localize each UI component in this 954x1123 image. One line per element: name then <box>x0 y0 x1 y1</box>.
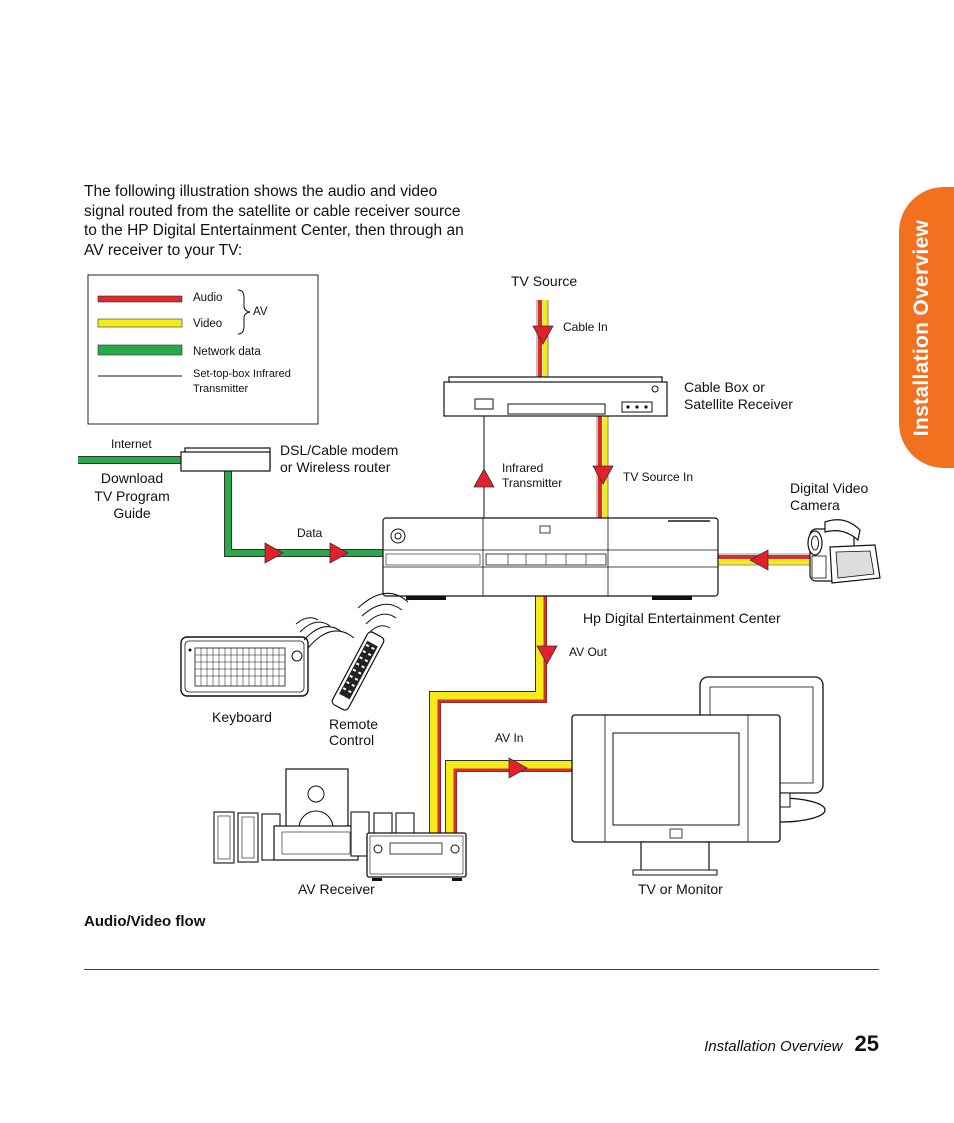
label-modem-line1: DSL/Cable modem <box>280 442 398 458</box>
label-infrared-line1: Infrared <box>502 461 543 475</box>
signal-arrows <box>264 325 769 779</box>
arrow-tv-source-in <box>592 465 614 485</box>
label-remote-line2: Control <box>329 732 374 748</box>
label-av-in: AV In <box>495 731 523 745</box>
diagram-labels: TV Source Cable In Cable Box or Satellit… <box>94 273 868 897</box>
intro-paragraph: The following illustration shows the aud… <box>84 183 464 259</box>
label-tv-source-in: TV Source In <box>623 470 693 484</box>
label-internet: Internet <box>111 437 152 451</box>
label-av-out: AV Out <box>569 645 607 659</box>
arrow-infrared <box>473 468 495 488</box>
label-download-line3: Guide <box>113 505 151 521</box>
cable-box-illustration <box>443 376 668 417</box>
legend-audio-swatch <box>97 295 183 303</box>
keyboard-illustration <box>180 617 355 697</box>
legend-network-swatch <box>97 344 183 356</box>
camera-illustration <box>807 519 881 584</box>
legend-av-label: AV <box>253 306 268 318</box>
label-cable-in: Cable In <box>563 320 608 334</box>
section-side-tab: Installation Overview <box>899 187 954 468</box>
arrow-tv-source <box>532 325 554 345</box>
label-download-line2: TV Program <box>94 488 169 504</box>
tv-monitor-illustration <box>571 676 826 876</box>
legend-ir-label-line2: Transmitter <box>193 383 249 395</box>
remote-illustration <box>331 592 409 711</box>
label-camera-line2: Camera <box>790 497 840 513</box>
label-tv-monitor: TV or Monitor <box>638 881 723 897</box>
legend-brace <box>237 289 251 335</box>
arrow-data-right <box>329 542 349 564</box>
arrow-av-in <box>508 757 528 779</box>
legend-audio-label: Audio <box>193 292 222 304</box>
label-modem-line2: or Wireless router <box>280 459 391 475</box>
arrow-camera <box>749 549 769 571</box>
footer-section-title: Installation Overview <box>704 1038 843 1055</box>
footer-rule <box>84 969 879 970</box>
hp-center-illustration <box>382 517 719 600</box>
label-remote-line1: Remote <box>329 716 378 732</box>
legend-video-label: Video <box>193 318 222 330</box>
page-footer: Installation Overview 25 <box>704 1031 879 1057</box>
label-hp-center: Hp Digital Entertainment Center <box>583 610 781 626</box>
label-cable-box-line2: Satellite Receiver <box>684 396 793 412</box>
figure-caption: Audio/Video flow <box>84 913 206 930</box>
label-camera-line1: Digital Video <box>790 480 869 496</box>
arrow-av-out <box>536 645 558 665</box>
modem-illustration <box>180 447 271 472</box>
legend-video-swatch <box>97 318 183 328</box>
legend-network-label: Network data <box>193 346 261 358</box>
label-infrared-line2: Transmitter <box>502 476 562 490</box>
label-tv-source: TV Source <box>511 273 577 289</box>
label-cable-box-line1: Cable Box or <box>684 379 765 395</box>
page-number: 25 <box>854 1031 879 1056</box>
label-data: Data <box>297 526 323 540</box>
label-keyboard: Keyboard <box>212 709 272 725</box>
legend: Audio Video AV Network data Set-top-box … <box>87 274 319 425</box>
arrow-data-left <box>264 542 284 564</box>
legend-ir-label-line1: Set-top-box Infrared <box>193 368 291 380</box>
label-download-line1: Download <box>101 470 163 486</box>
av-receiver-illustration <box>213 768 467 881</box>
label-av-receiver: AV Receiver <box>298 881 375 897</box>
